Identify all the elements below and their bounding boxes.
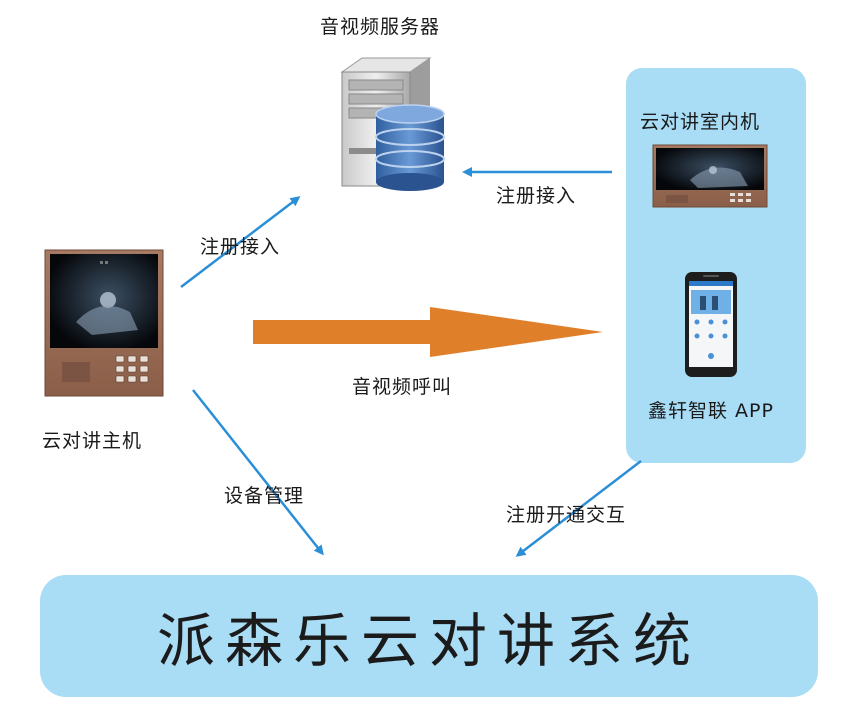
smartphone-app-icon	[685, 272, 737, 377]
register-access-label-left: 注册接入	[200, 232, 280, 259]
system-title: 派森乐云对讲系统	[40, 575, 818, 697]
register-interaction-label: 注册开通交互	[506, 500, 626, 527]
device-management-label: 设备管理	[224, 481, 304, 508]
av-call-big-arrow	[253, 307, 603, 357]
main-intercom-unit-icon	[45, 250, 163, 396]
server-label: 音视频服务器	[320, 12, 440, 39]
av-call-label: 音视频呼叫	[352, 372, 452, 399]
server-icon	[342, 58, 444, 191]
indoor-unit-icon	[653, 145, 767, 207]
app-label: 鑫轩智联 APP	[648, 396, 774, 423]
main-unit-label: 云对讲主机	[42, 426, 142, 453]
indoor-unit-label: 云对讲室内机	[640, 107, 760, 134]
register-access-label-right: 注册接入	[496, 181, 576, 208]
arrow-main-to-system	[193, 390, 322, 553]
